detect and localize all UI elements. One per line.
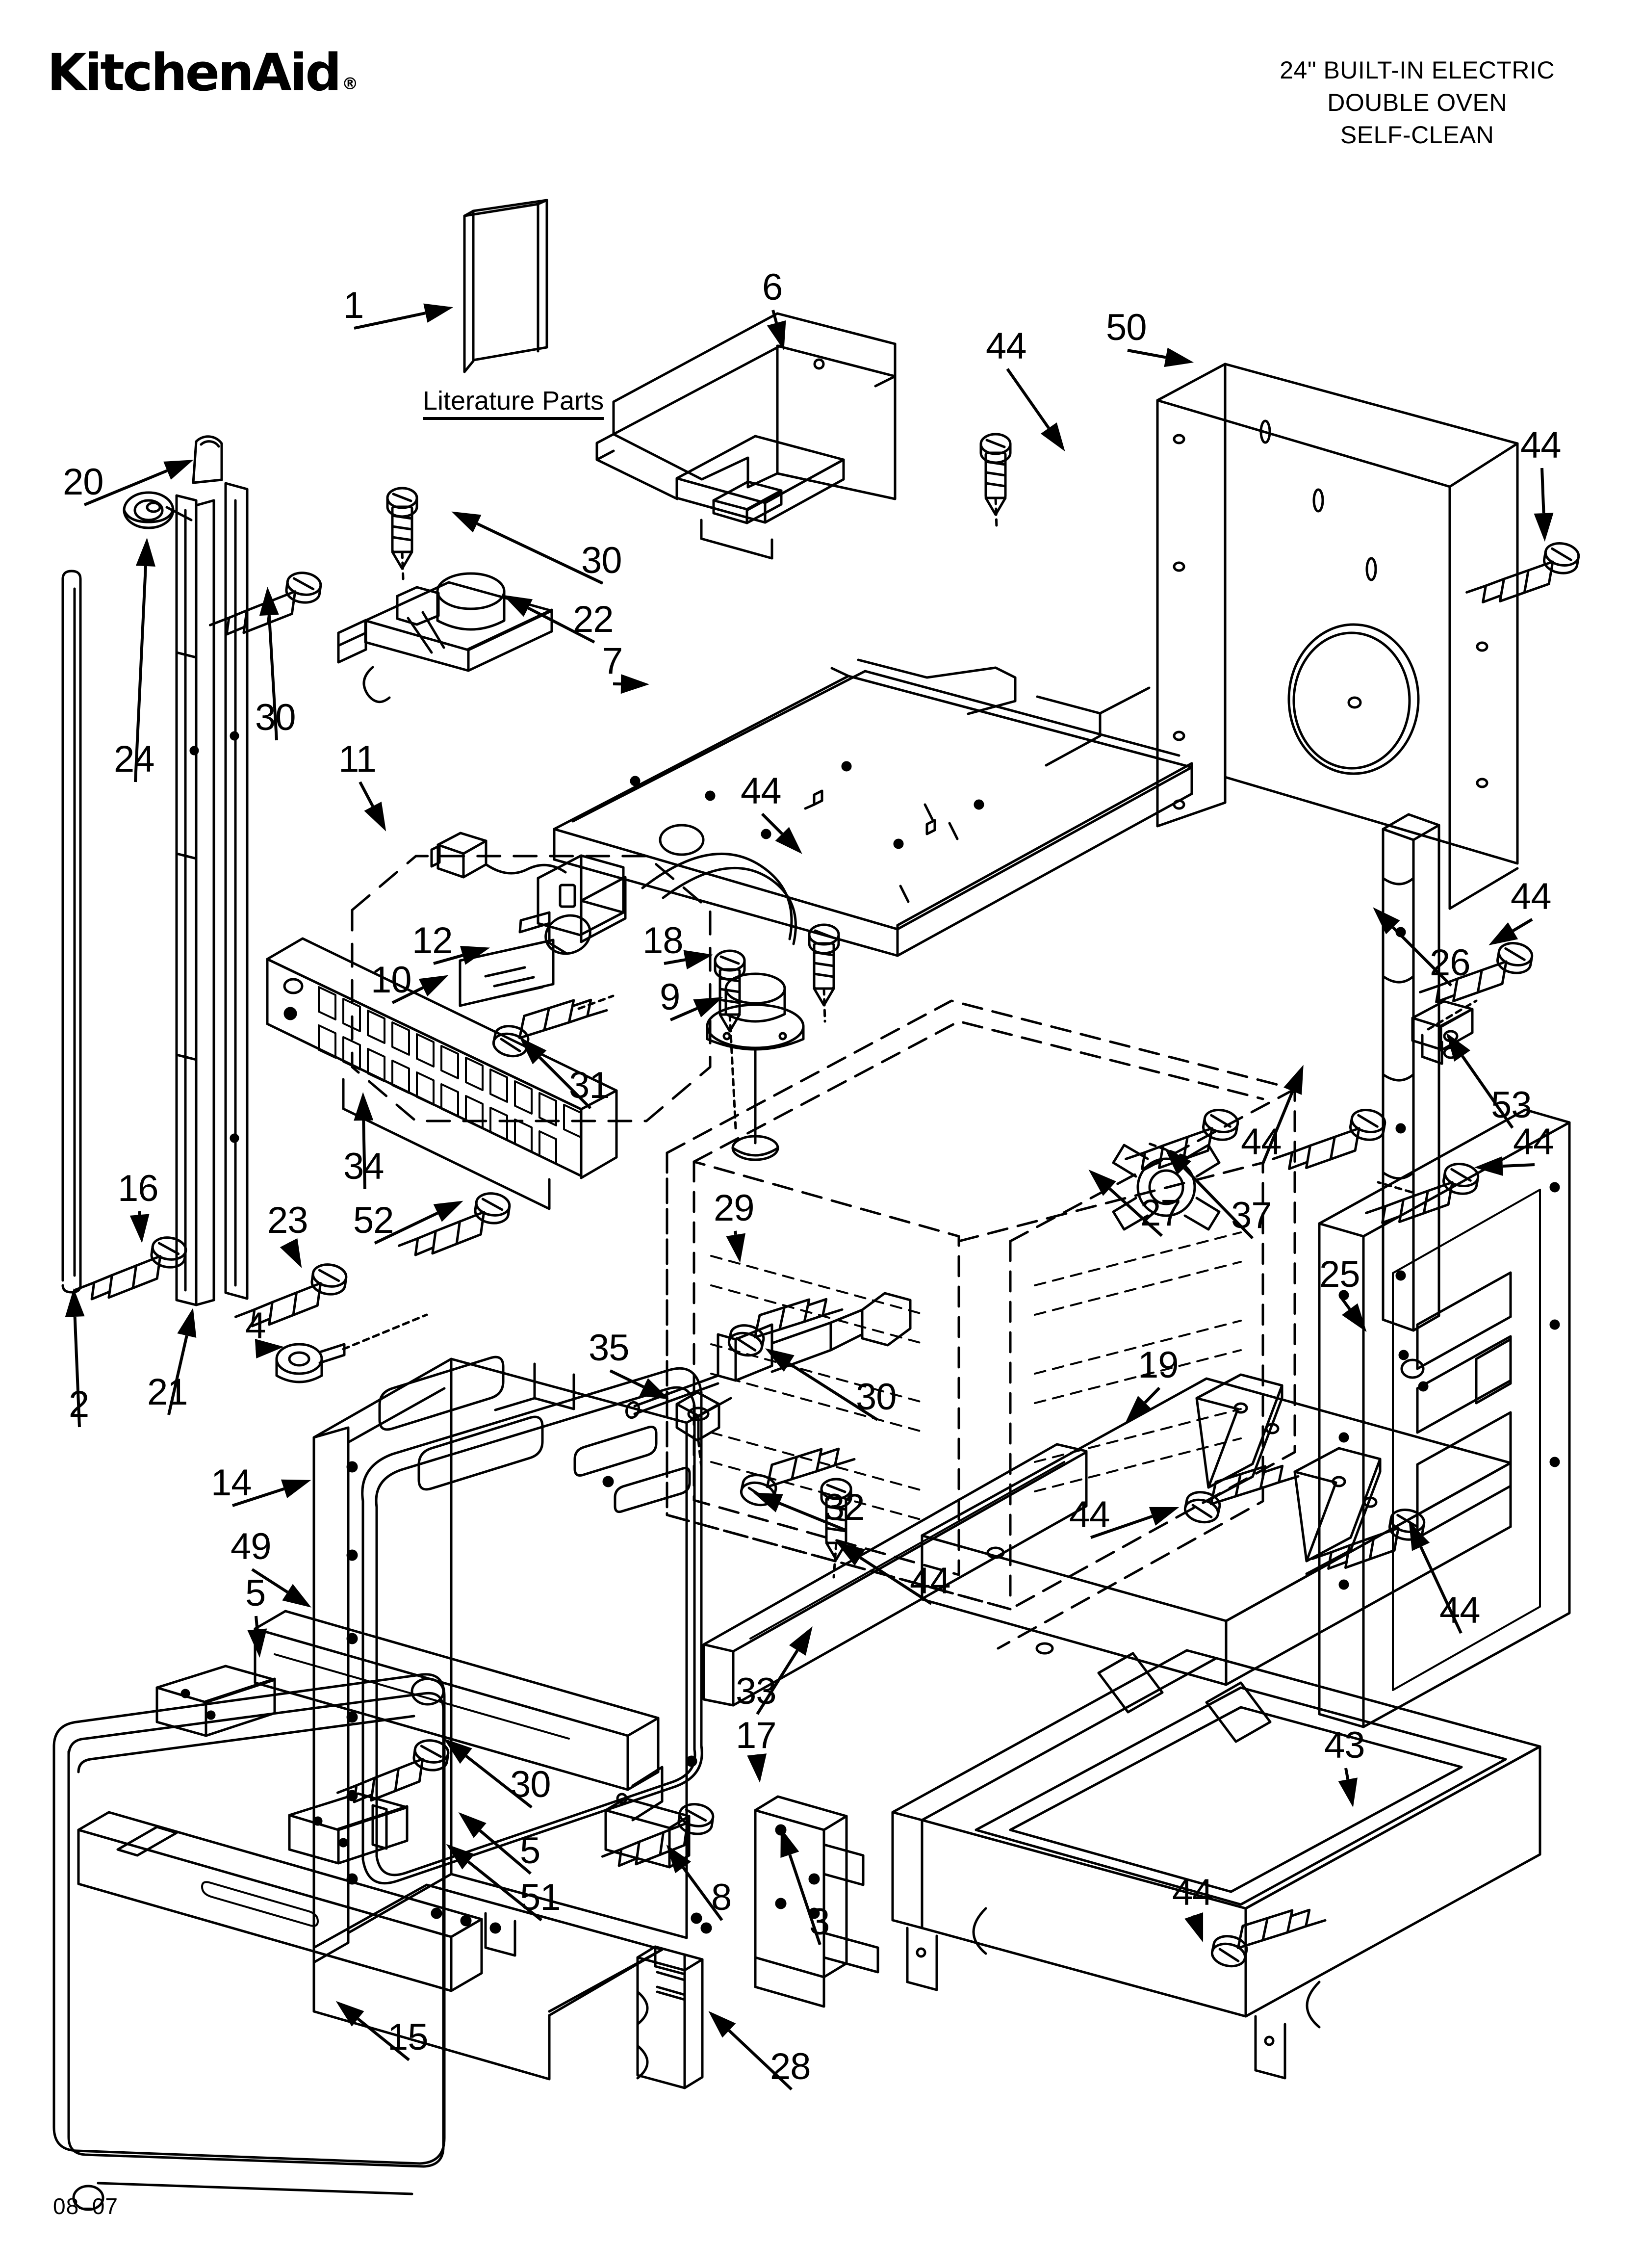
callout-50-rear-panel: 50 bbox=[1106, 307, 1147, 348]
callout-44-screw: 44 bbox=[741, 770, 782, 812]
callout-15-door-gasket: 15 bbox=[387, 2016, 429, 2058]
callout-12-lamp-bulb: 12 bbox=[412, 920, 453, 962]
part-vent-grille bbox=[266, 937, 618, 1210]
title-line-3: SELF-CLEAN bbox=[1340, 121, 1494, 149]
part-grommet bbox=[123, 491, 193, 529]
callout-44-screw: 44 bbox=[1520, 424, 1562, 466]
callout-17-screw: 17 bbox=[736, 1715, 777, 1756]
callout-29-temperature-sensor: 29 bbox=[714, 1187, 755, 1229]
callout-44-screw: 44 bbox=[1511, 876, 1552, 917]
brand-name: KitchenAid bbox=[47, 43, 342, 103]
callout-30-screw: 30 bbox=[510, 1764, 551, 1805]
callout-51-front-trim-piece: 51 bbox=[520, 1877, 561, 1918]
callout-53-wire-clip: 53 bbox=[1491, 1084, 1532, 1126]
callout-5-spacer-block: 5 bbox=[245, 1572, 266, 1614]
callout-49-front-trim-strip: 49 bbox=[231, 1526, 272, 1567]
callout-2-side-trim-rail: 2 bbox=[69, 1383, 89, 1425]
callout-27-oven-cavity-liner: 27 bbox=[1140, 1192, 1181, 1234]
part-front-trim-rail bbox=[175, 482, 249, 1306]
callout-21-front-trim-rail: 21 bbox=[147, 1371, 188, 1413]
callout-5-spacer-block: 5 bbox=[520, 1830, 540, 1872]
callout-20-end-cap: 20 bbox=[63, 461, 104, 503]
callout-43-bottom-pan: 43 bbox=[1324, 1724, 1365, 1766]
kitchenaid-logo: KitchenAid® bbox=[47, 47, 359, 98]
part-hex-nut bbox=[675, 1391, 720, 1442]
part-bottom-pan bbox=[891, 1649, 1541, 2080]
callout-31-screw: 31 bbox=[569, 1065, 610, 1106]
part-temperature-sensor bbox=[625, 1292, 912, 1419]
callout-44-screw: 44 bbox=[1172, 1872, 1213, 1913]
callout-16-screw: 16 bbox=[118, 1168, 159, 1209]
callout-4-bumper: 4 bbox=[245, 1305, 266, 1347]
callout-24-grommet: 24 bbox=[114, 738, 155, 780]
part-oven-cavity-liner bbox=[666, 999, 1296, 1650]
callout-30-screw: 30 bbox=[581, 540, 622, 581]
part-literature-manual bbox=[463, 199, 548, 373]
part-lamp-assembly bbox=[351, 855, 712, 1122]
callout-26-side-rail: 26 bbox=[1430, 942, 1471, 984]
callout-22-blower-motor: 22 bbox=[573, 599, 614, 640]
callout-32-screw: 32 bbox=[824, 1486, 865, 1528]
callout-25-side-louver-panel: 25 bbox=[1319, 1253, 1360, 1295]
part-door-gasket bbox=[52, 1673, 446, 2211]
title-line-2: DOUBLE OVEN bbox=[1327, 89, 1507, 116]
callout-11-lamp-assembly: 11 bbox=[338, 738, 377, 780]
callout-52-screw: 52 bbox=[353, 1199, 394, 1241]
part-lamp-lens bbox=[459, 938, 555, 1007]
callout-3-hinge-bracket: 3 bbox=[809, 1901, 830, 1943]
section-label-0: Literature Parts bbox=[423, 388, 604, 420]
callout-44-screw: 44 bbox=[1069, 1494, 1110, 1536]
callout-10-lamp-lens: 10 bbox=[371, 959, 412, 1001]
part-lamp-socket bbox=[430, 832, 627, 943]
callout-34-vent-grille: 34 bbox=[343, 1146, 385, 1187]
part-oven-vent-tube bbox=[706, 972, 805, 1161]
callout-44-screw: 44 bbox=[1241, 1121, 1282, 1163]
callout-44-screw: 44 bbox=[1439, 1590, 1481, 1631]
part-side-trim-rail bbox=[61, 570, 82, 1294]
revision-date-code: 08–07 bbox=[53, 2193, 118, 2219]
callout-18-screw: 18 bbox=[642, 920, 684, 962]
part-spacer-block-2 bbox=[288, 1792, 409, 1865]
part-top-cover-panel bbox=[595, 312, 897, 560]
part-latch-bracket bbox=[636, 1945, 704, 2089]
page-title: 24" BUILT-IN ELECTRIC DOUBLE OVEN SELF-C… bbox=[1280, 54, 1555, 151]
part-divider-panel bbox=[921, 1373, 1512, 1686]
callout-28-latch-bracket: 28 bbox=[770, 2046, 811, 2087]
part-chassis-top-panel bbox=[553, 658, 1193, 957]
callout-1-literature-manual: 1 bbox=[343, 285, 364, 326]
callout-33-bottom-trim-strip: 33 bbox=[736, 1670, 777, 1712]
part-hinge-bracket bbox=[754, 1795, 879, 2008]
callout-9-oven-vent-tube: 9 bbox=[660, 976, 680, 1018]
callout-23-screw: 23 bbox=[267, 1199, 308, 1241]
part-thermal-cutoff bbox=[1112, 1144, 1221, 1231]
oven-cavity-rack-slots bbox=[710, 1231, 1242, 1521]
part-front-trim-piece bbox=[77, 1811, 483, 1992]
part-bottom-trim-strip bbox=[702, 1443, 1088, 1707]
callout-30-screw: 30 bbox=[255, 697, 296, 738]
callout-8-bracket: 8 bbox=[711, 1877, 732, 1918]
callout-6-top-cover-panel: 6 bbox=[762, 266, 783, 308]
callout-19-divider-panel: 19 bbox=[1138, 1344, 1179, 1386]
callout-37-thermal-cutoff: 37 bbox=[1231, 1195, 1272, 1236]
callout-44-screw: 44 bbox=[910, 1560, 951, 1602]
callout-30-screw: 30 bbox=[856, 1376, 897, 1418]
part-end-cap bbox=[192, 435, 223, 484]
registered-trademark-icon: ® bbox=[341, 74, 359, 94]
part-rear-panel bbox=[1156, 363, 1519, 910]
callout-7-chassis-top-panel: 7 bbox=[602, 640, 623, 682]
callout-44-screw: 44 bbox=[1513, 1121, 1554, 1163]
callout-44-screw: 44 bbox=[986, 325, 1027, 367]
callout-14-front-frame: 14 bbox=[211, 1462, 252, 1504]
callout-35-hex-nut: 35 bbox=[589, 1327, 630, 1369]
title-line-1: 24" BUILT-IN ELECTRIC bbox=[1280, 56, 1555, 84]
